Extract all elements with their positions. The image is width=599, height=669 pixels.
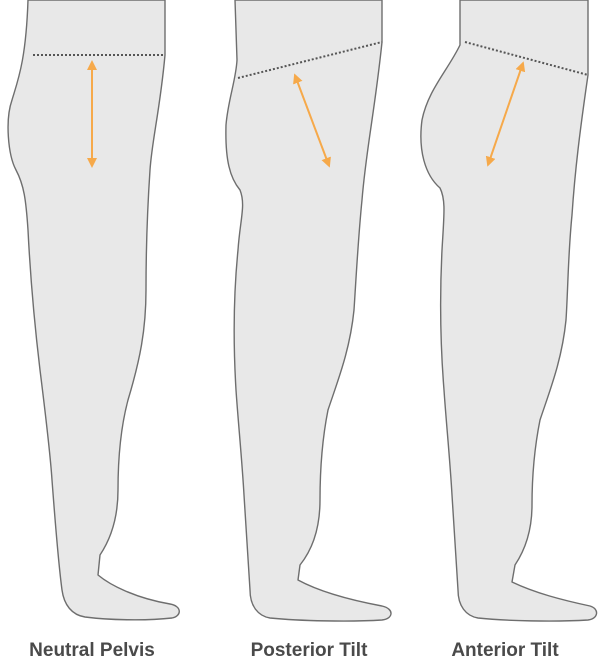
caption-posterior-tilt: Posterior Tilt <box>214 640 404 662</box>
panel-neutral-pelvis <box>8 0 179 620</box>
leg-silhouette-neutral <box>8 0 179 620</box>
panel-anterior-tilt <box>421 0 597 621</box>
caption-anterior-tilt: Anterior Tilt <box>410 640 599 662</box>
caption-neutral-pelvis: Neutral Pelvis <box>0 640 187 662</box>
panel-posterior-tilt <box>226 0 391 621</box>
leg-silhouette-anterior <box>421 0 597 621</box>
leg-silhouette-posterior <box>226 0 391 621</box>
